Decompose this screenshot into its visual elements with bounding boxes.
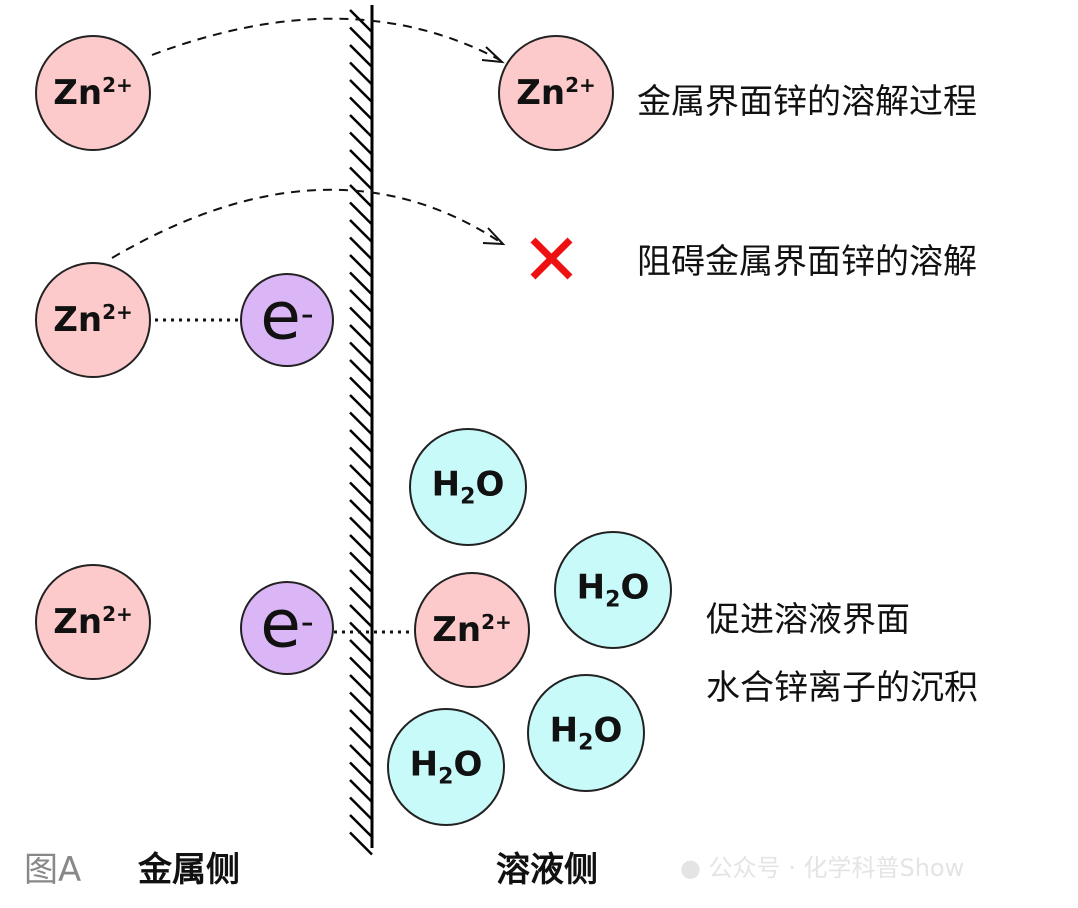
zinc-ion-label: Zn2+ <box>516 72 596 114</box>
hatch-line <box>349 674 373 698</box>
hatch-line <box>349 464 373 488</box>
hatch-line <box>349 394 373 418</box>
watermark-text: 公众号 · 化学科普Show <box>708 854 965 882</box>
label-promote-2: 水合锌离子的沉积 <box>706 668 978 708</box>
hatch-line <box>349 411 373 436</box>
hatch-line <box>349 499 373 523</box>
hatch-line <box>349 481 373 506</box>
hatch-line <box>349 114 373 138</box>
zinc-ion-label: Zn2+ <box>53 72 133 114</box>
water-label: H2O <box>431 464 505 510</box>
zinc-ion-label: Zn2+ <box>432 609 512 651</box>
hatch-line <box>349 534 373 558</box>
hatch-line <box>349 184 373 208</box>
label-dissolution: 金属界面锌的溶解过程 <box>637 82 977 122</box>
dissolution-arrow <box>151 17 501 61</box>
hatch-line <box>349 306 373 331</box>
hatch-line <box>349 359 373 383</box>
solution-side-label: 溶液侧 <box>496 850 598 890</box>
hatch-line <box>349 376 373 401</box>
hatch-line <box>349 149 373 173</box>
label-promote-1: 促进溶液界面 <box>706 600 910 640</box>
hatch-line <box>349 761 373 786</box>
hatch-line <box>349 551 373 576</box>
hatch-line <box>349 96 373 121</box>
hatch-line <box>349 341 373 366</box>
hatch-line <box>349 324 373 348</box>
hatch-line <box>349 516 373 541</box>
hatch-line <box>349 201 373 226</box>
electron-label: e- <box>260 585 314 663</box>
hatch-line <box>349 9 373 33</box>
wechat-icon: ● <box>680 854 701 882</box>
hatch-line <box>349 271 373 296</box>
hatch-line <box>349 814 373 838</box>
hatch-line <box>349 79 373 103</box>
interface-wall <box>349 5 374 856</box>
hatch-line <box>349 691 373 716</box>
hatch-line <box>349 61 373 86</box>
cross-icon <box>530 237 573 280</box>
hatch-line <box>349 446 373 471</box>
hatch-line <box>349 166 373 191</box>
hatch-line <box>349 131 373 156</box>
arrow-head <box>481 46 505 64</box>
label-blocked: 阻碍金属界面锌的溶解 <box>637 242 977 282</box>
hatch-line <box>349 709 373 733</box>
arrow-head <box>482 227 506 246</box>
hatch-line <box>349 779 373 803</box>
zinc-ion-label: Zn2+ <box>53 299 133 341</box>
watermark: ● 公众号 · 化学科普Show <box>680 848 964 883</box>
hatch-line <box>349 569 373 593</box>
water-label: H2O <box>409 744 483 790</box>
hatch-line <box>349 289 373 313</box>
water-label: H2O <box>576 567 650 613</box>
hatch-line <box>349 236 373 261</box>
blocked-arrow <box>111 188 501 259</box>
hatch-line <box>349 429 373 453</box>
hatch-line <box>349 26 373 51</box>
water-label: H2O <box>549 710 623 756</box>
hatch-line <box>349 219 373 243</box>
figure-label: 图A <box>24 850 82 890</box>
electron-label: e- <box>260 277 314 355</box>
hatch-line <box>349 586 373 611</box>
hatch-line <box>349 726 373 751</box>
zinc-ion-label: Zn2+ <box>53 601 133 643</box>
hatch-line <box>349 44 373 68</box>
hatch-line <box>349 604 373 628</box>
hatch-line <box>349 639 373 663</box>
hatch-line <box>349 796 373 821</box>
hatch-line <box>349 254 373 278</box>
hatch-line <box>349 831 373 856</box>
metal-side-label: 金属侧 <box>138 850 240 890</box>
hatch-line <box>349 656 373 681</box>
hatch-line <box>349 744 373 768</box>
